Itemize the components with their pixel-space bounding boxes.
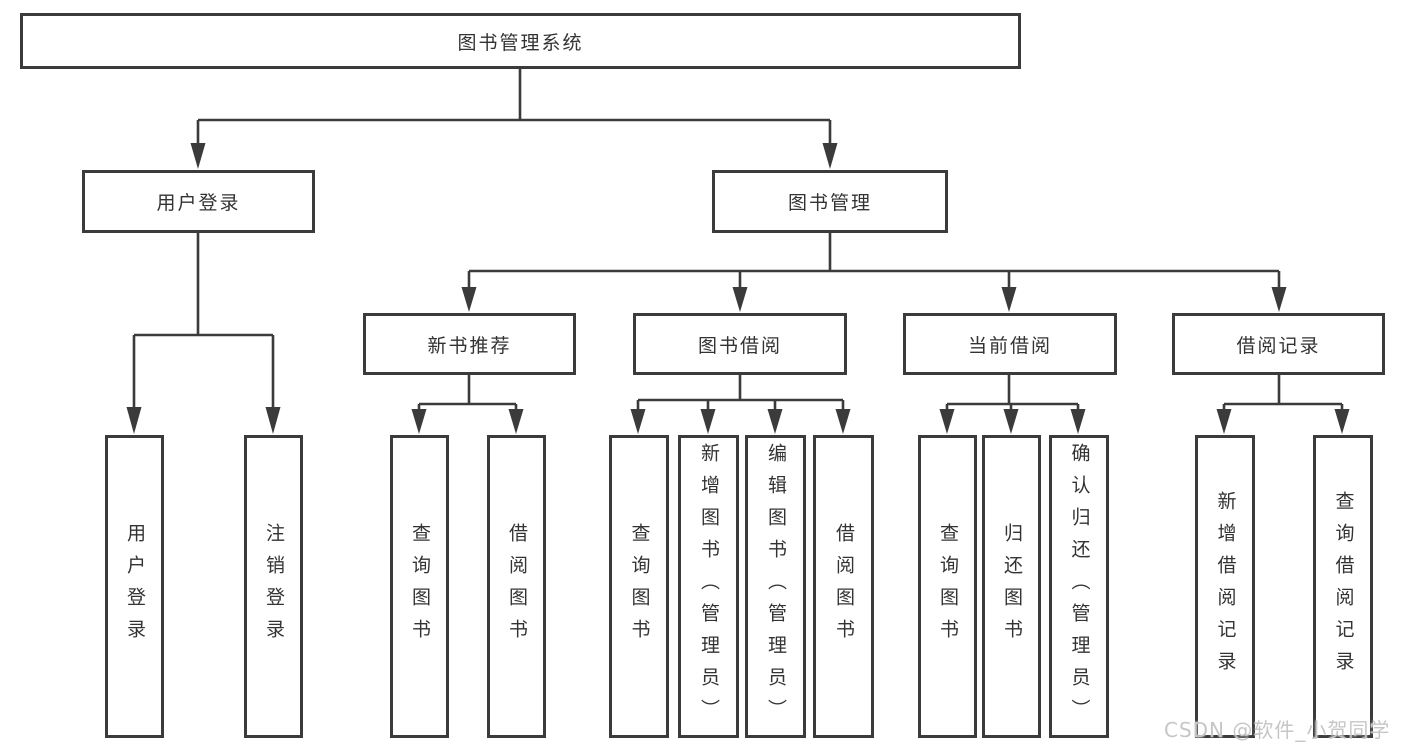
node-label: 图书借阅 (697, 334, 782, 357)
node-label: 归还图书 (1001, 522, 1023, 651)
node-query-books-borrow: 查询图书 (609, 435, 669, 738)
node-label: 新增借阅记录 (1214, 490, 1237, 683)
node-label: 确认归还（管理员） (1068, 442, 1091, 731)
connector-recommend-to-leaves (417, 374, 518, 412)
node-label: 用户登录 (124, 522, 146, 651)
node-label: 编辑图书（管理员） (765, 442, 787, 731)
node-label: 注销登录 (263, 522, 285, 651)
csdn-watermark: CSDN @软件_小贺同学 (1164, 718, 1391, 742)
connector-borrow-to-leaves (636, 374, 845, 412)
arrowheads (126, 143, 1350, 434)
node-library-management-system: 图书管理系统 (20, 13, 1021, 69)
node-label: 用户登录 (156, 192, 241, 214)
node-book-management: 图书管理 (712, 170, 948, 233)
node-label: 借阅记录 (1236, 334, 1321, 357)
node-label: 借阅图书 (506, 522, 528, 651)
node-label: 新书推荐 (427, 334, 512, 357)
node-query-borrow-record: 查询借阅记录 (1313, 435, 1373, 738)
node-query-books-current: 查询图书 (918, 435, 977, 738)
connector-root-to-level2 (196, 68, 832, 146)
node-borrow-books: 借阅图书 (813, 435, 874, 738)
node-label: 查询图书 (937, 522, 959, 651)
node-confirm-return-admin: 确认归还（管理员） (1049, 435, 1109, 738)
node-label: 查询图书 (628, 522, 651, 651)
node-logout: 注销登录 (244, 435, 303, 738)
connector-book-mgmt-to-level3 (467, 232, 1281, 289)
node-edit-books-admin: 编辑图书（管理员） (745, 435, 806, 738)
connector-user-login-to-leaves (132, 232, 275, 411)
node-current-borrow: 当前借阅 (903, 313, 1117, 375)
node-new-book-recommend: 新书推荐 (363, 313, 576, 375)
node-label: 图书管理系统 (457, 31, 584, 54)
node-label: 图书管理 (787, 192, 872, 214)
node-label: 当前借阅 (967, 334, 1052, 357)
node-add-borrow-record: 新增借阅记录 (1195, 435, 1255, 738)
node-label: 新增图书（管理员） (698, 442, 720, 731)
node-label: 查询图书 (409, 522, 431, 651)
node-label: 借阅图书 (833, 522, 855, 651)
node-borrow-records: 借阅记录 (1172, 313, 1385, 375)
node-query-books-recommend: 查询图书 (390, 435, 449, 738)
node-label: 查询借阅记录 (1332, 490, 1355, 683)
connector-records-to-leaves (1222, 374, 1344, 412)
node-borrow-books-recommend: 借阅图书 (487, 435, 546, 738)
node-add-books-admin: 新增图书（管理员） (678, 435, 739, 738)
node-user-login-group: 用户登录 (82, 170, 315, 233)
node-book-borrow: 图书借阅 (633, 313, 847, 375)
node-user-login: 用户登录 (105, 435, 164, 738)
node-return-books: 归还图书 (982, 435, 1041, 738)
connector-current-to-leaves (945, 374, 1080, 412)
